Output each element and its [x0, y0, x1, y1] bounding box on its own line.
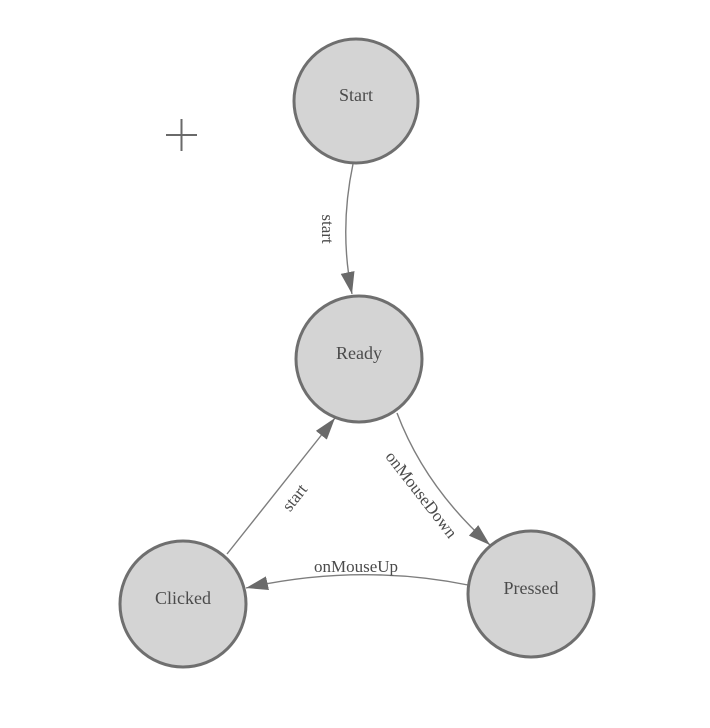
edge-label-ready-to-pressed: onMouseDown — [382, 447, 462, 542]
edge-label-start-to-ready: start — [318, 214, 337, 244]
node-label-start: Start — [339, 85, 373, 105]
node-label-ready: Ready — [336, 343, 382, 363]
node-label-clicked: Clicked — [155, 588, 211, 608]
edge-line-ready-to-pressed[interactable] — [396, 412, 491, 546]
node-clicked[interactable]: Clicked — [118, 539, 248, 669]
edge-pressed-to-clicked[interactable]: onMouseUp — [245, 557, 469, 591]
node-ready[interactable]: Ready — [294, 294, 424, 424]
edge-label-pressed-to-clicked: onMouseUp — [314, 557, 398, 576]
edge-line-start-to-ready[interactable] — [340, 163, 355, 295]
edge-line-pressed-to-clicked[interactable] — [245, 574, 469, 591]
node-circle-pressed[interactable] — [466, 529, 596, 659]
edge-start-to-ready[interactable]: start — [318, 163, 355, 295]
node-circle-ready[interactable] — [294, 294, 424, 424]
node-circle-clicked[interactable] — [118, 539, 248, 669]
edge-clicked-to-ready[interactable]: start — [226, 417, 336, 555]
edge-ready-to-pressed[interactable]: onMouseDown — [382, 412, 491, 546]
node-pressed[interactable]: Pressed — [466, 529, 596, 659]
node-circle-start[interactable] — [292, 37, 420, 165]
edge-label-clicked-to-ready: start — [278, 480, 311, 515]
crosshair-plus-icon[interactable] — [166, 119, 197, 151]
node-label-pressed: Pressed — [504, 578, 559, 598]
edge-line-clicked-to-ready[interactable] — [226, 417, 336, 555]
node-start[interactable]: Start — [292, 37, 420, 165]
